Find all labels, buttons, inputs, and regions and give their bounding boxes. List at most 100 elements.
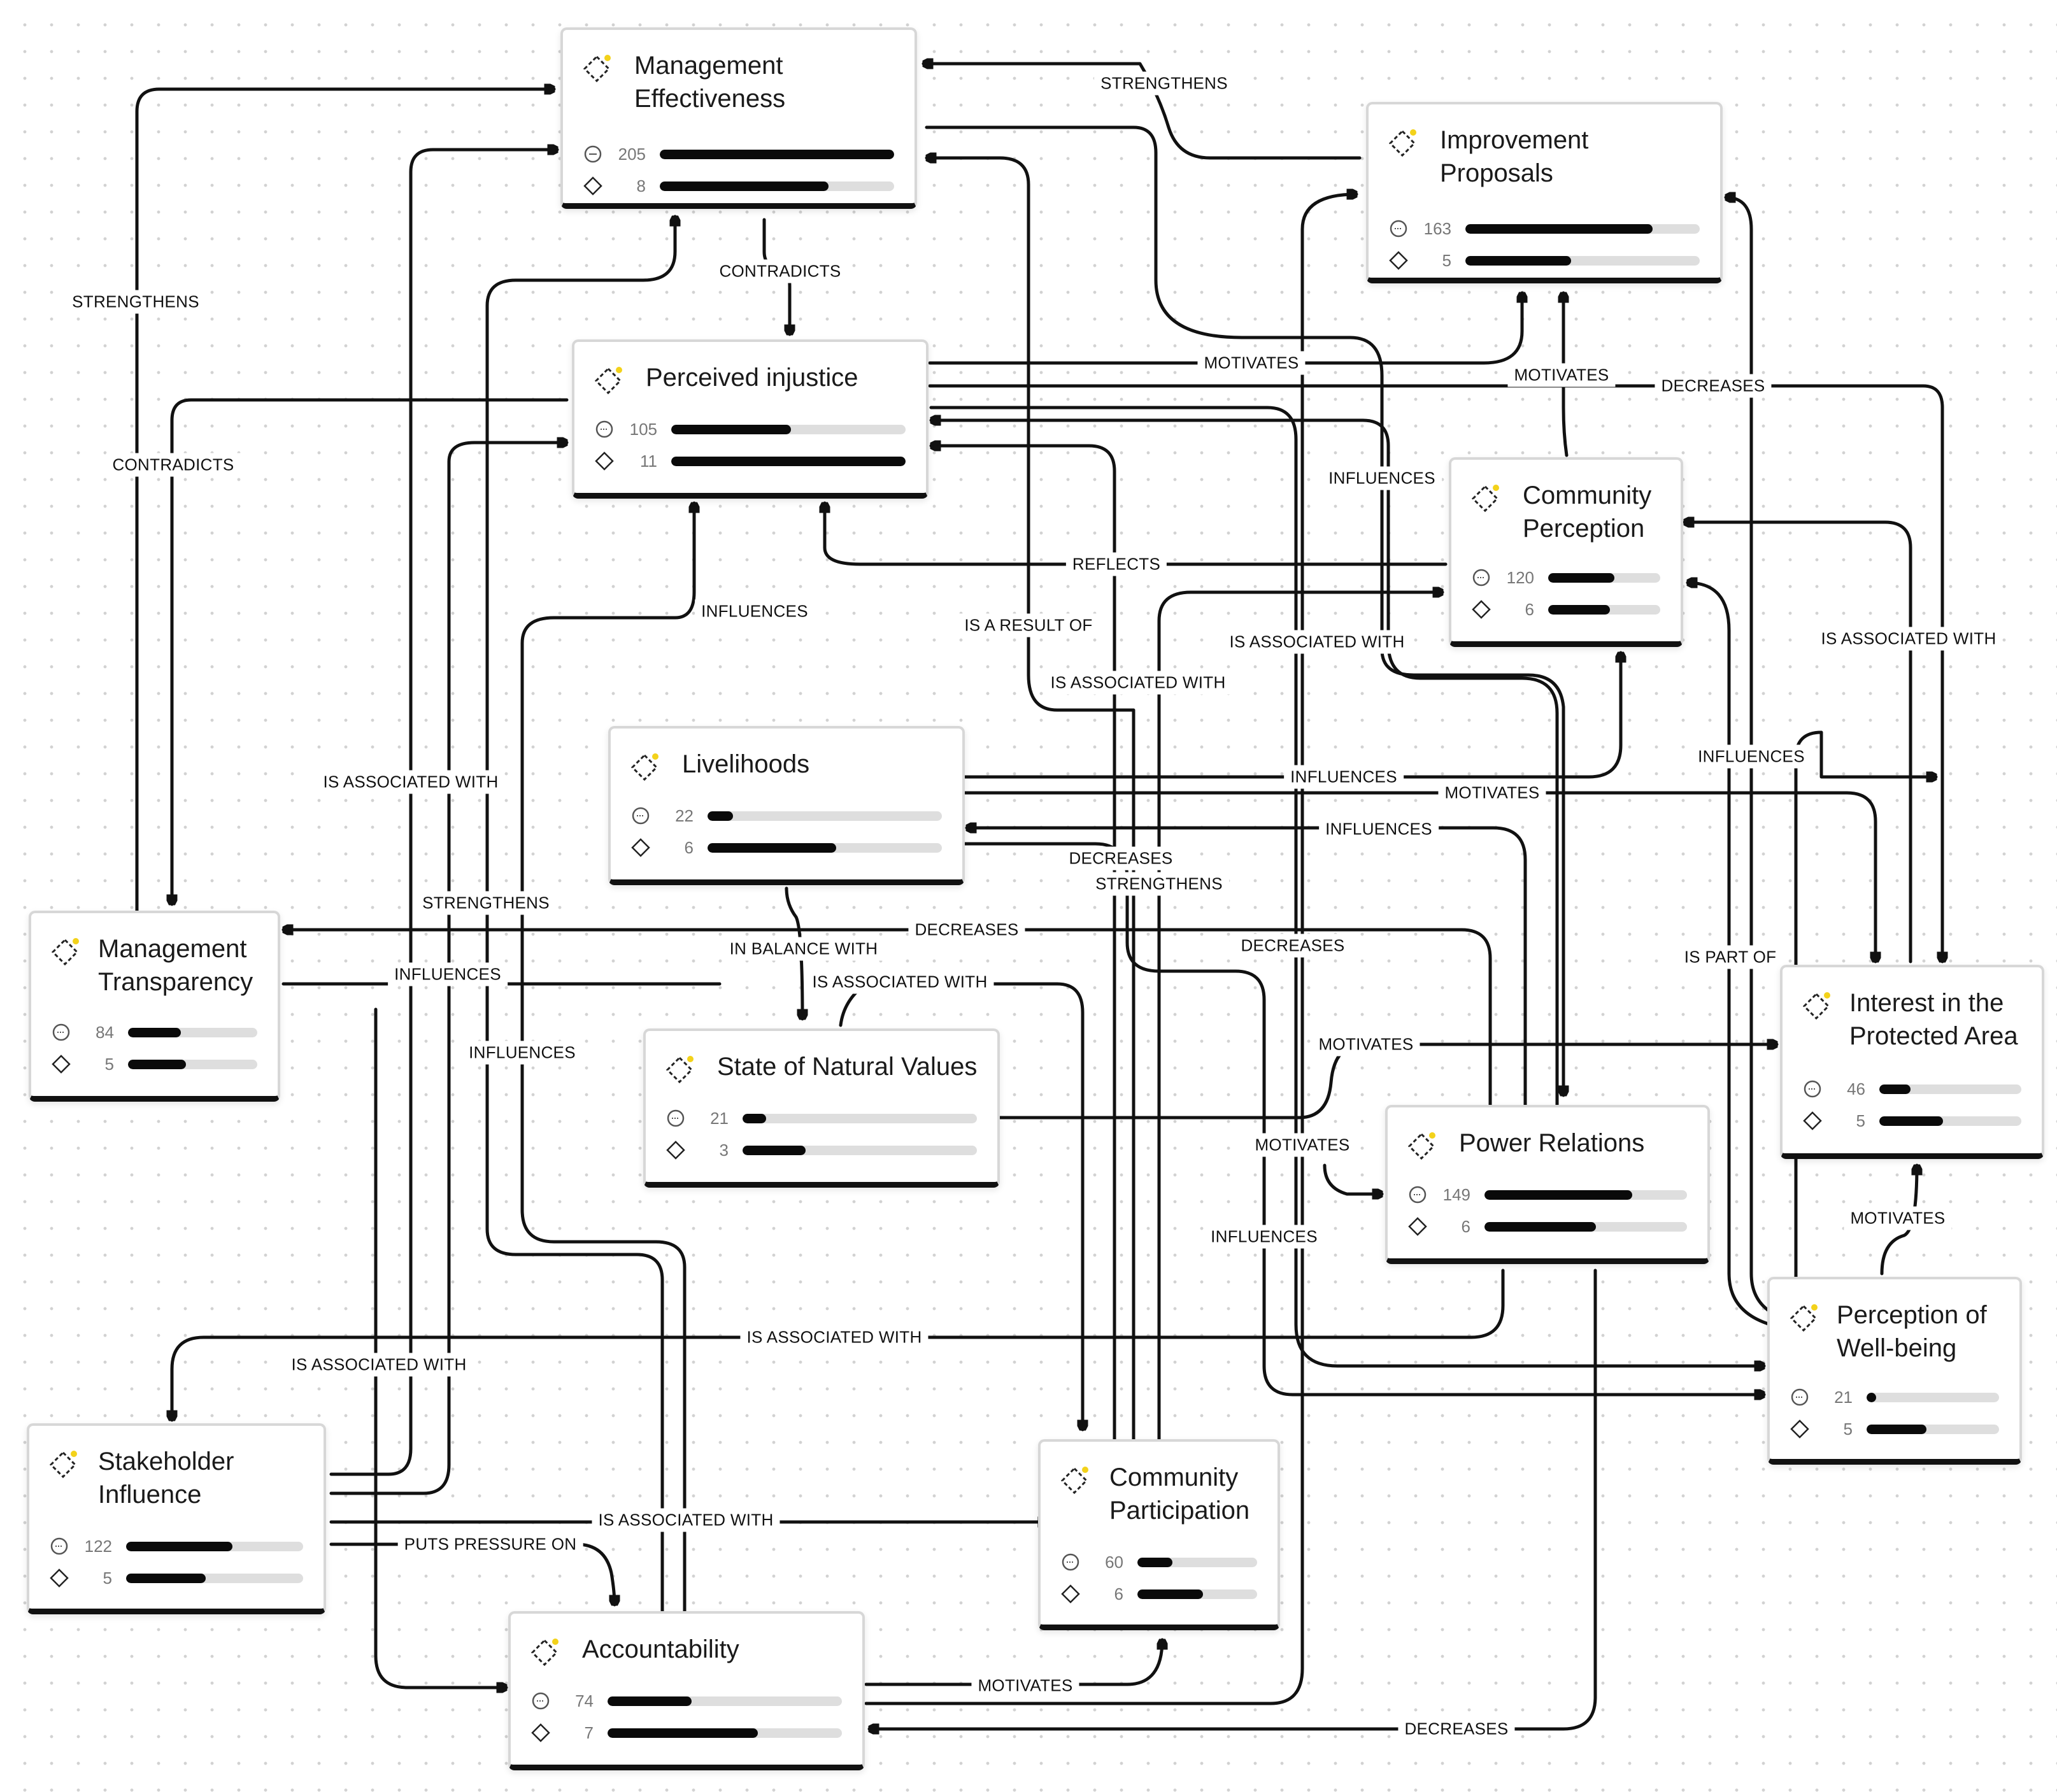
diamond-icon	[50, 1568, 69, 1588]
diamond-icon	[1803, 1111, 1822, 1130]
node-management-transparency[interactable]: Management Transparency 84 5	[29, 911, 280, 1102]
edge-label: INFLUENCES	[388, 962, 508, 986]
progress-fill	[608, 1728, 758, 1738]
edge-label: IS ASSOCIATED WITH	[285, 1353, 473, 1377]
edge-motivates-wellbeing-interest	[1880, 1163, 1917, 1276]
metric-row: 60	[1061, 1553, 1257, 1572]
edge-label: INFLUENCES	[1319, 817, 1439, 841]
node-stakeholder-influence[interactable]: Stakeholder Influence 122 5	[27, 1423, 326, 1614]
dashed-diamond-node-icon	[630, 753, 658, 781]
node-interest-protected-area[interactable]: Interest in the Protected Area 46 5	[1780, 965, 2044, 1159]
progress-fill	[128, 1060, 187, 1069]
node-improvement-proposals[interactable]: Improvement Proposals 163 5	[1366, 102, 1723, 283]
diamond-icon	[631, 838, 650, 857]
node-livelihoods[interactable]: Livelihoods 22 6	[608, 726, 965, 885]
metric-row: 6	[1472, 600, 1660, 619]
edge-label: IS ASSOCIATED WITH	[592, 1508, 780, 1532]
edge-label: STRENGTHENS	[66, 290, 206, 314]
edge-influences-accountability-injustice	[520, 501, 694, 1616]
dashed-diamond-node-icon	[1407, 1132, 1435, 1160]
metric-row: 7	[531, 1723, 842, 1742]
edge-label: STRENGTHENS	[1094, 71, 1234, 96]
progress-track	[608, 1728, 842, 1738]
edge-influences-livelihoods-commperception	[963, 651, 1621, 779]
edge-decreases-powerrel-injustice	[929, 420, 1559, 1107]
metric-row: 11	[595, 452, 906, 471]
diamond-icon	[531, 1723, 550, 1742]
edge-decreases-powerrel-transparency	[281, 930, 1492, 1107]
diamond-icon	[666, 1141, 685, 1160]
node-state-of-natural-values[interactable]: State of Natural Values 21 3	[643, 1028, 1000, 1188]
node-community-participation[interactable]: Community Participation 60 6	[1038, 1439, 1280, 1630]
circle-mention-icon	[1390, 220, 1407, 238]
circle-mention-icon	[632, 807, 650, 825]
count-2: 11	[640, 452, 657, 471]
progress-track	[1484, 1190, 1687, 1200]
progress-track	[708, 843, 942, 853]
dashed-diamond-node-icon	[666, 1056, 694, 1084]
progress-fill	[708, 843, 837, 853]
edge-label: REFLECTS	[1065, 552, 1167, 576]
edge-associated-participation-commperception	[1157, 592, 1444, 1441]
dashed-diamond-node-icon	[49, 1451, 77, 1479]
edge-influences-effectiveness-wellbeing	[925, 125, 1563, 1097]
edge-decreases-powerrel-accountability	[867, 1269, 1597, 1729]
edge-motivates-accountability-improvement	[864, 194, 1358, 1705]
edge-label: MOTIVATES	[971, 1674, 1079, 1698]
node-perceived-injustice[interactable]: Perceived injustice 105 11	[572, 339, 929, 499]
node-title: Community Participation	[1109, 1463, 1250, 1525]
count-1: 21	[1834, 1388, 1853, 1407]
edge-label: DECREASES	[1398, 1717, 1515, 1741]
edge-result-participation-effectiveness	[925, 158, 1135, 1441]
edge-motivates-commperception-improvement	[1563, 291, 1567, 457]
node-management-effectiveness[interactable]: Management Effectiveness 205 8	[560, 27, 917, 209]
node-title: Perceived injustice	[646, 364, 858, 392]
node-community-perception[interactable]: Community Perception 120 6	[1449, 457, 1683, 647]
progress-fill	[1137, 1589, 1204, 1599]
circle-mention-icon	[50, 1537, 68, 1555]
metric-row: 46	[1803, 1079, 2021, 1099]
edge-label: IS ASSOCIATED WITH	[317, 770, 505, 794]
dashed-diamond-node-icon	[594, 367, 622, 395]
count-2: 5	[1856, 1111, 1865, 1130]
edge-label: IS ASSOCIATED WITH	[1814, 627, 2003, 651]
node-accountability[interactable]: Accountability 74 7	[508, 1611, 865, 1770]
progress-track	[660, 150, 894, 159]
edge-label: INFLUENCES	[1284, 765, 1404, 789]
progress-track	[1879, 1084, 2021, 1094]
circle-mention-icon	[1409, 1186, 1427, 1204]
progress-fill	[1879, 1116, 1944, 1126]
count-1: 74	[575, 1691, 594, 1710]
node-title: Interest in the Protected Area	[1849, 989, 2018, 1050]
node-power-relations[interactable]: Power Relations 149 6	[1385, 1105, 1710, 1264]
edge-label: MOTIVATES	[1248, 1133, 1356, 1157]
edge-label: MOTIVATES	[1438, 781, 1546, 805]
progress-track	[1867, 1393, 1999, 1402]
edge-label: IS ASSOCIATED WITH	[740, 1325, 929, 1349]
edge-label: MOTIVATES	[1844, 1206, 1952, 1230]
progress-track	[1867, 1425, 1999, 1434]
edge-reflects-commperception-injustice	[825, 501, 1448, 566]
edge-associated-interest-commperception	[1683, 522, 1912, 964]
progress-track	[708, 811, 942, 821]
count-1: 122	[84, 1537, 112, 1556]
metric-row: 163	[1389, 219, 1700, 238]
node-title: Community Perception	[1523, 481, 1652, 543]
diamond-icon	[1061, 1584, 1080, 1604]
progress-track	[1137, 1589, 1257, 1599]
node-perception-wellbeing[interactable]: Perception of Well-being 21 5	[1767, 1277, 2022, 1465]
edge-decreases-injustice-interest	[928, 384, 1942, 964]
edge-label: CONTRADICTS	[713, 259, 848, 283]
count-1: 46	[1847, 1079, 1865, 1099]
edge-strengthens-accountability-effectiveness	[485, 215, 675, 1616]
edge-label: MOTIVATES	[1507, 363, 1616, 387]
circle-mention-icon	[1804, 1080, 1821, 1098]
progress-track	[1548, 605, 1660, 615]
progress-fill	[1879, 1084, 1911, 1094]
progress-fill	[671, 457, 906, 466]
count-1: 105	[629, 420, 657, 439]
edge-influences-natural-transparency	[839, 982, 1083, 1432]
progress-fill	[1867, 1393, 1876, 1402]
progress-fill	[1465, 256, 1571, 266]
dashed-diamond-node-icon	[1471, 485, 1499, 513]
